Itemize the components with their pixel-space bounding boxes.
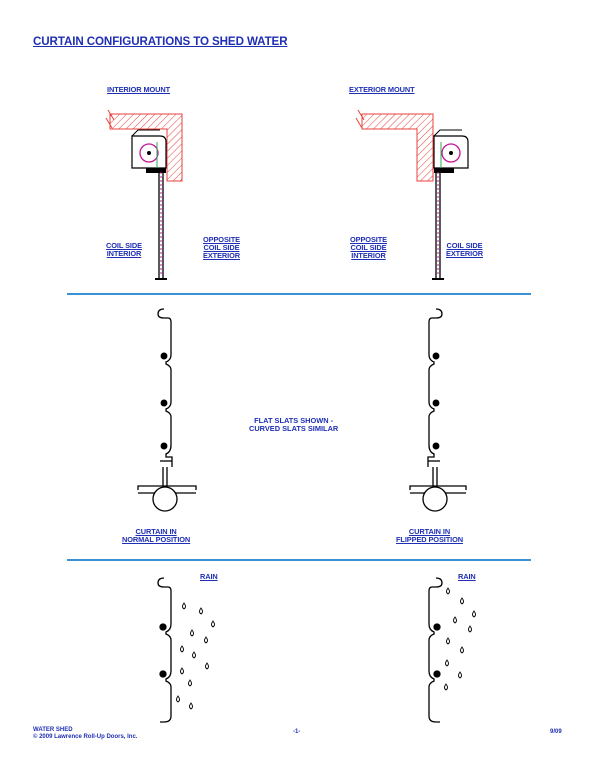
exterior-mount-diagram [355, 109, 469, 280]
normal-position-label: CURTAIN IN NORMAL POSITION [122, 527, 191, 545]
interior-coil-housing [131, 129, 167, 173]
interior-opposite-line1: OPPOSITE [203, 235, 240, 244]
footer-copyright: © 2009 Lawrence Roll-Up Doors, Inc. [33, 734, 138, 740]
slats-note: FLAT SLATS SHOWN - CURVED SLATS SIMILAR [249, 416, 339, 434]
interior-opposite-side-label: OPPOSITE COIL SIDE EXTERIOR [203, 235, 240, 261]
interior-coil-side-label: COIL SIDE INTERIOR [106, 241, 142, 259]
exterior-coil-side-line2: EXTERIOR [446, 249, 483, 259]
exterior-mount-heading: EXTERIOR MOUNT [349, 85, 415, 94]
rain-label-left: RAIN [200, 572, 218, 581]
section-divider-2 [67, 559, 531, 561]
exterior-wall-hatch [355, 109, 434, 182]
slats-note-line2: CURVED SLATS SIMILAR [249, 424, 339, 434]
interior-wall-hatch [105, 109, 183, 182]
interior-curtain-guide [155, 170, 167, 280]
flipped-rain-drops [444, 587, 476, 691]
flipped-position-line1: CURTAIN IN [408, 527, 451, 536]
exterior-coil-side-label: COIL SIDE EXTERIOR [446, 241, 483, 259]
interior-mount-diagram [105, 109, 183, 280]
flipped-rain-slats [428, 577, 443, 723]
interior-mount-heading: INTERIOR MOUNT [107, 85, 171, 94]
exterior-curtain-guide [432, 170, 444, 280]
footer-left: WATER SHED © 2009 Lawrence Roll-Up Doors… [33, 727, 137, 741]
normal-rain-slats [157, 577, 172, 723]
exterior-opposite-line1: OPPOSITE [350, 235, 387, 244]
footer-date: 9/09 [550, 729, 562, 735]
normal-position-line1: CURTAIN IN [135, 527, 177, 536]
exterior-coil-housing [433, 129, 469, 173]
interior-coil-side-line2: INTERIOR [106, 249, 142, 259]
rain-label-left-text: RAIN [200, 572, 218, 581]
footer-doc-name: WATER SHED [33, 727, 73, 733]
interior-mount-heading-text: INTERIOR MOUNT [107, 85, 171, 94]
section-divider-1 [67, 293, 531, 295]
rain-label-right: RAIN [458, 572, 476, 581]
page-title: CURTAIN CONFIGURATIONS TO SHED WATER [33, 35, 288, 48]
exterior-opposite-line3: INTERIOR [351, 251, 386, 261]
exterior-coil-side-line1: COIL SIDE [446, 241, 483, 250]
flipped-position-label: CURTAIN IN FLIPPED POSITION [396, 527, 463, 545]
rain-label-right-text: RAIN [458, 572, 476, 581]
footer-page-number: -1- [293, 729, 301, 735]
interior-opposite-line3: EXTERIOR [203, 251, 240, 261]
exterior-opposite-line2: COIL SIDE [350, 243, 387, 253]
flipped-position-line2: FLIPPED POSITION [396, 535, 463, 545]
flipped-position-slats [409, 308, 467, 512]
slats-note-line1: FLAT SLATS SHOWN - [254, 416, 334, 425]
exterior-opposite-side-label: OPPOSITE COIL SIDE INTERIOR [350, 235, 387, 261]
normal-position-line2: NORMAL POSITION [122, 535, 191, 545]
interior-opposite-line2: COIL SIDE [203, 243, 240, 253]
interior-coil-side-line1: COIL SIDE [106, 241, 142, 250]
normal-position-slats [137, 308, 197, 512]
exterior-mount-heading-text: EXTERIOR MOUNT [349, 85, 415, 94]
normal-rain-drops [176, 602, 215, 710]
